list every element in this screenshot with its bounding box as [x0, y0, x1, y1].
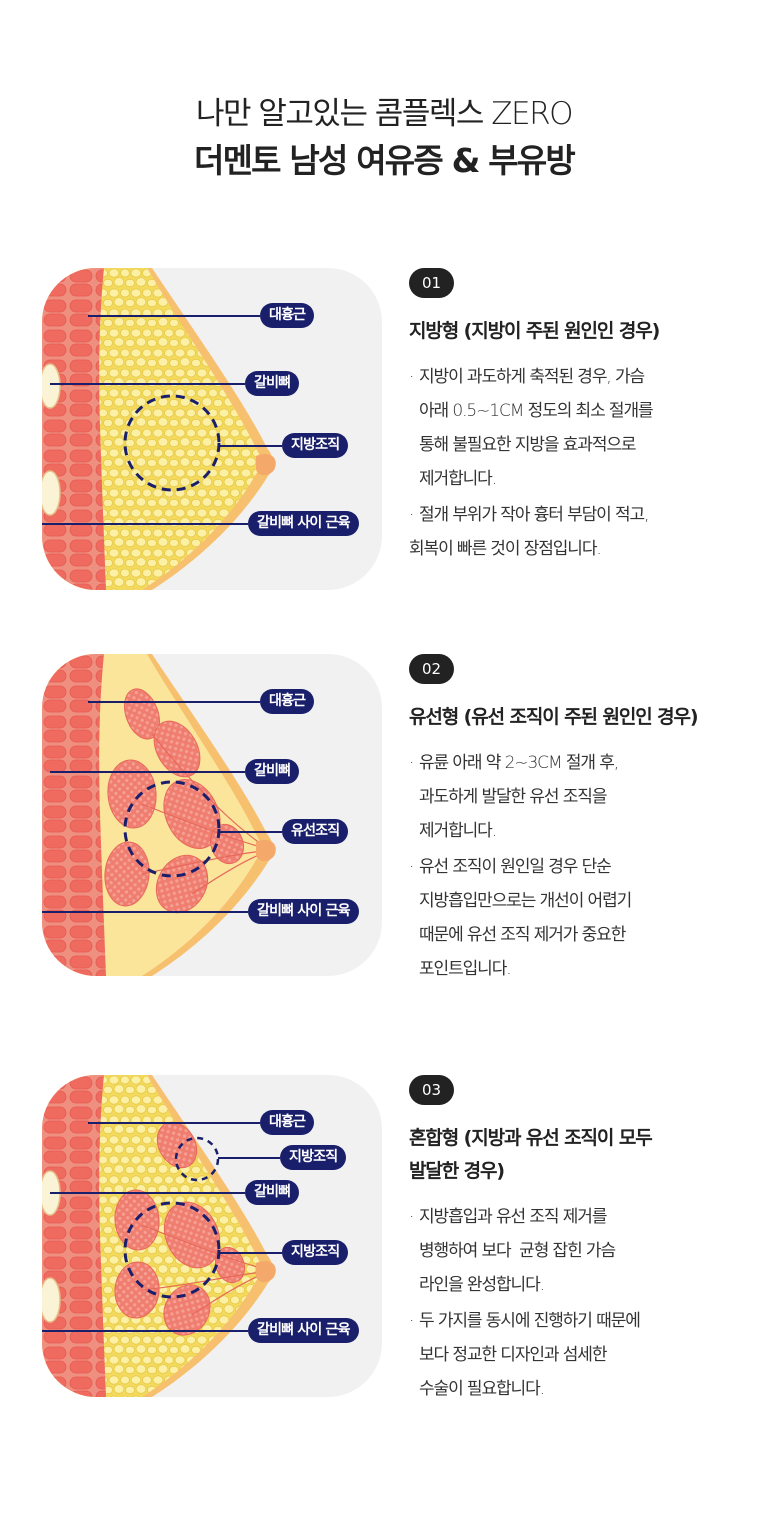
gland-type-illustration — [42, 654, 382, 976]
fat-tissue-line — [218, 445, 282, 447]
rib-label: 갈비뼈 — [245, 371, 300, 396]
pectoral-muscle-label: 대흉근 — [260, 303, 315, 328]
rib-line — [50, 383, 245, 385]
mixed-type-illustration — [42, 1075, 382, 1397]
bullet-list: ·지방이 과도하게 축적된 경우, 가슴 아래 0.5~1CM 정도의 최소 절… — [409, 360, 749, 566]
gland-type-description: 02 유선형 (유선 조직이 주된 원인인 경우) ·유륜 아래 약 2~3CM… — [409, 654, 749, 988]
pectoral-muscle-label: 대흉근 — [260, 689, 315, 714]
section-number-badge: 01 — [409, 268, 455, 298]
rib-label: 갈비뼈 — [245, 759, 300, 784]
bullet-item: ·지방이 과도하게 축적된 경우, 가슴 아래 0.5~1CM 정도의 최소 절… — [409, 367, 654, 489]
pectoral-muscle-line — [88, 701, 260, 703]
fat-tissue-small-line — [218, 1157, 280, 1159]
bullet-item: ·유선 조직이 원인일 경우 단순 지방흡입만으로는 개선이 어렵기 때문에 유… — [409, 857, 632, 979]
fat-type-description: 01 지방형 (지방이 주된 원인인 경우) ·지방이 과도하게 축적된 경우,… — [409, 268, 749, 568]
bullet-item: ·지방흡입과 유선 조직 제거를 병행하여 보다 균형 잡힌 가슴 라인을 완성… — [409, 1207, 616, 1295]
fat-tissue-label: 지방조직 — [282, 433, 349, 458]
header-title: 더멘토 남성 여유증 & 부유방 — [194, 141, 576, 180]
rib-label: 갈비뼈 — [245, 1180, 300, 1205]
intercostal-muscle-line — [42, 1330, 248, 1332]
section-number-badge: 03 — [409, 1075, 455, 1105]
pectoral-muscle-label: 대흉근 — [260, 1110, 315, 1135]
section-number-badge: 02 — [409, 654, 455, 684]
pectoral-muscle-line — [88, 315, 260, 317]
intercostal-muscle-line — [42, 523, 248, 525]
intercostal-muscle-line — [42, 911, 248, 913]
bullet-item: ·유륜 아래 약 2~3CM 절개 후, 과도하게 발달한 유선 조직을 제거합… — [409, 753, 619, 841]
intercostal-muscle-label: 갈비뼈 사이 근육 — [248, 899, 359, 924]
section-heading: 지방형 (지방이 주된 원인인 경우) — [409, 320, 660, 342]
gland-tissue-line — [218, 831, 282, 833]
fat-tissue-line — [218, 1252, 282, 1254]
mixed-type-description: 03 혼합형 (지방과 유선 조직이 모두 발달한 경우) ·지방흡입과 유선 … — [409, 1075, 749, 1408]
rib-line — [50, 771, 245, 773]
intercostal-muscle-label: 갈비뼈 사이 근육 — [248, 1318, 359, 1343]
pectoral-muscle-line — [88, 1122, 260, 1124]
intercostal-muscle-label: 갈비뼈 사이 근육 — [248, 511, 359, 536]
bullet-list: ·지방흡입과 유선 조직 제거를 병행하여 보다 균형 잡힌 가슴 라인을 완성… — [409, 1200, 749, 1406]
section-heading: 유선형 (유선 조직이 주된 원인인 경우) — [409, 706, 699, 728]
bullet-list: ·유륜 아래 약 2~3CM 절개 후, 과도하게 발달한 유선 조직을 제거합… — [409, 746, 749, 986]
page-header: 나만 알고있는 콤플렉스 ZERO 더멘토 남성 여유증 & 부유방 — [0, 92, 768, 186]
fat-tissue-small-label: 지방조직 — [280, 1145, 347, 1170]
gland-tissue-label: 유선조직 — [282, 819, 349, 844]
fat-tissue-label: 지방조직 — [282, 1240, 349, 1265]
header-subtitle: 나만 알고있는 콤플렉스 ZERO — [195, 96, 574, 132]
section-heading: 혼합형 (지방과 유선 조직이 모두 발달한 경우) — [409, 1127, 653, 1182]
fat-type-illustration — [42, 268, 382, 590]
bullet-item: ·두 가지를 동시에 진행하기 때문에 보다 정교한 디자인과 섬세한 수술이 … — [409, 1311, 641, 1399]
bullet-item: ·절개 부위가 작아 흉터 부담이 적고, 회복이 빠른 것이 장점입니다. — [409, 505, 649, 559]
rib-line — [50, 1192, 245, 1194]
